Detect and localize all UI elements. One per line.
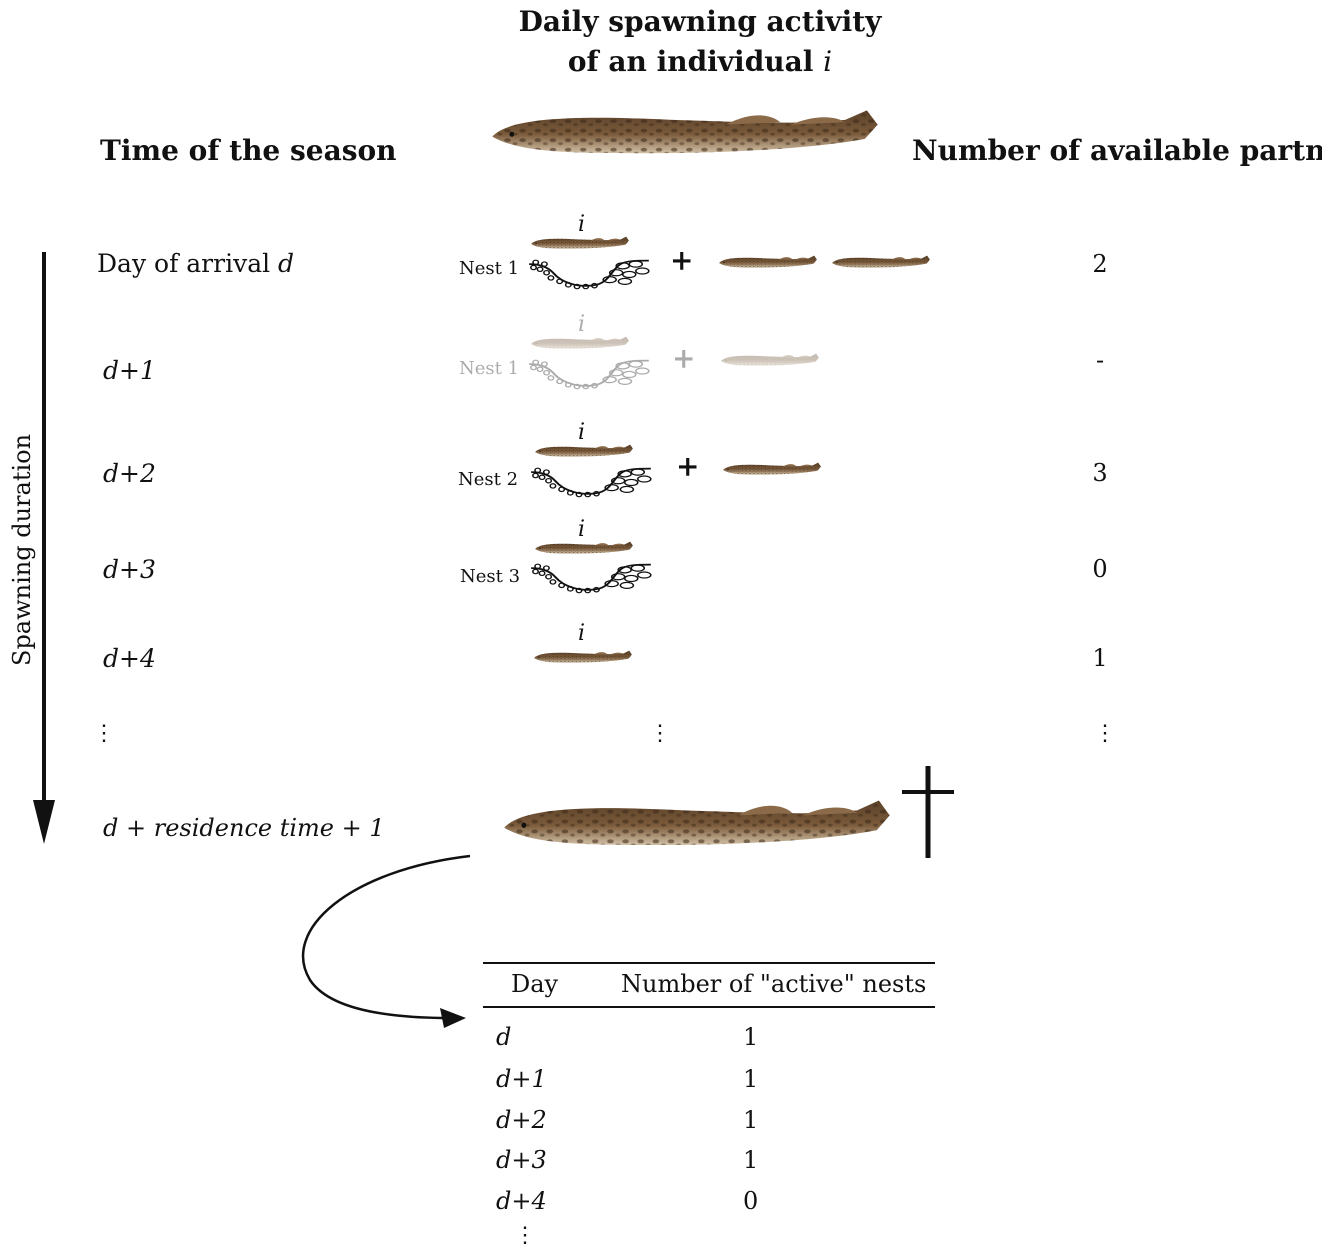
axis-label: Spawning duration <box>8 433 36 666</box>
table-nests: 1 <box>743 1146 759 1174</box>
table-header-day: Day <box>511 970 559 998</box>
lamprey-icon <box>534 650 632 663</box>
title-variable: i <box>823 45 833 78</box>
table-mid-rule <box>483 1006 935 1008</box>
partner-count: - <box>1095 346 1105 374</box>
right-column-header: Number of available partners <box>912 134 1322 167</box>
lamprey-icon <box>492 110 878 154</box>
table-ellipsis: ⋮ <box>514 1223 536 1248</box>
nest-icon <box>528 259 650 290</box>
individual-label: i <box>578 420 586 445</box>
final-row-part: + <box>118 814 154 842</box>
final-row-part: residence time <box>153 814 334 842</box>
plus-sign: + <box>672 342 696 375</box>
individual-label: i <box>578 312 586 337</box>
row-label: d+3 <box>103 555 156 584</box>
table-header-nests: Number of "active" nests <box>621 970 927 998</box>
table-day: d+1 <box>496 1065 547 1093</box>
row-label: d+2 <box>103 459 156 488</box>
lamprey-icon <box>535 541 633 554</box>
plus-sign: + <box>670 244 694 277</box>
row-label-variable: d <box>278 249 295 278</box>
partner-count: 3 <box>1092 459 1108 487</box>
left-column-header: Time of the season <box>100 134 397 167</box>
table-day: d <box>496 1023 512 1051</box>
nest-label: Nest 1 <box>459 358 520 379</box>
individual-label: i <box>578 212 586 237</box>
title-line-2: of an individual i <box>0 42 1322 82</box>
table-nests: 0 <box>743 1187 759 1215</box>
nest-label: Nest 1 <box>459 258 520 279</box>
final-row-part: 1 <box>369 814 385 842</box>
table-day: d+4 <box>496 1187 547 1215</box>
lamprey-icon <box>723 462 821 475</box>
final-row-part: d <box>103 814 119 842</box>
title-line-2-text: of an individual <box>567 45 824 78</box>
arrow-down-icon <box>33 252 55 844</box>
final-row-label: d + residence time + 1 <box>103 814 385 842</box>
lamprey-icon <box>531 236 629 249</box>
ellipsis: ⋮ <box>93 721 115 746</box>
curved-arrow-icon <box>301 854 471 1028</box>
lamprey-icon <box>719 255 817 268</box>
table-day: d+2 <box>496 1106 547 1134</box>
lamprey-icon <box>832 255 930 268</box>
table-top-rule <box>483 962 935 964</box>
partner-count: 2 <box>1092 250 1108 278</box>
table-nests: 1 <box>743 1106 759 1134</box>
individual-label: i <box>578 517 586 542</box>
nest-label: Nest 2 <box>458 469 519 490</box>
table-day: d+3 <box>496 1146 547 1174</box>
lamprey-icon <box>721 353 819 366</box>
final-row-part: + <box>334 814 370 842</box>
partner-count: 1 <box>1092 644 1108 672</box>
row-label: d+1 <box>103 356 156 385</box>
nest-icon <box>530 467 652 498</box>
lamprey-icon <box>504 800 890 846</box>
individual-label: i <box>578 621 586 646</box>
nest-label: Nest 3 <box>460 566 521 587</box>
nest-icon <box>528 359 650 390</box>
nest-icon <box>530 563 652 594</box>
lamprey-icon <box>531 336 629 349</box>
table-nests: 1 <box>743 1065 759 1093</box>
row-label: d+4 <box>103 644 156 673</box>
partner-count: 0 <box>1092 555 1108 583</box>
cross-icon <box>902 766 954 858</box>
row-label: Day of arrival d <box>97 249 294 278</box>
lamprey-icon <box>535 444 633 457</box>
ellipsis: ⋮ <box>1094 721 1116 746</box>
plus-sign: + <box>676 450 700 483</box>
title-line-1: Daily spawning activity <box>518 5 882 38</box>
ellipsis: ⋮ <box>649 721 671 746</box>
table-nests: 1 <box>743 1023 759 1051</box>
diagram-title: Daily spawning activity of an individual… <box>0 2 1322 82</box>
row-label-text: Day of arrival <box>97 249 279 278</box>
